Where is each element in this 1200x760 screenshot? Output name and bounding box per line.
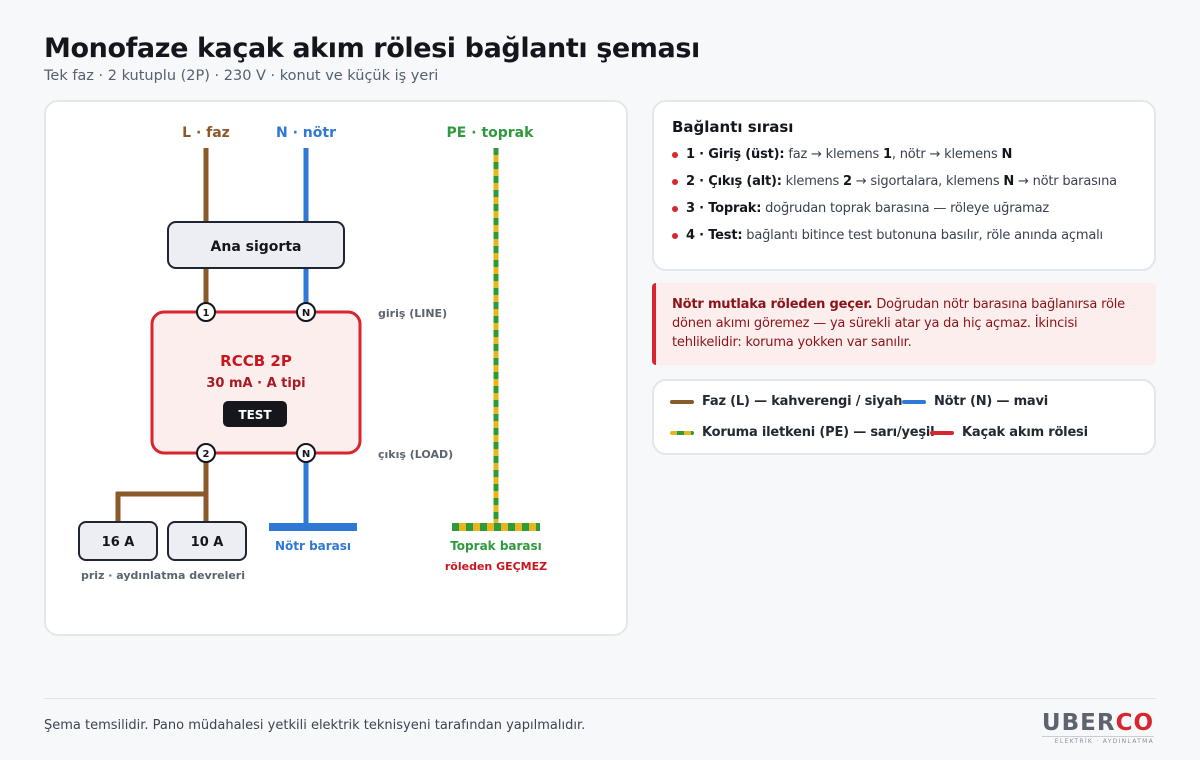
step-item: 3 · Toprak: doğrudan toprak barasına — r… <box>672 201 1136 217</box>
page-subtitle: Tek faz · 2 kutuplu (2P) · 230 V · konut… <box>44 68 439 84</box>
legend-neutral: Nötr (N) — mavi <box>902 394 1048 409</box>
label-line-n: N · nötr <box>276 125 336 141</box>
neutral-bar <box>269 523 357 531</box>
test-button[interactable] <box>223 401 287 427</box>
circuits-label: priz · aydınlatma devreleri <box>81 569 245 582</box>
breaker-16a-label: 16 A <box>102 535 135 550</box>
terminal-1 <box>196 302 216 322</box>
main-fuse-box <box>167 221 345 269</box>
footer-note: Şema temsilidir. Pano müdahalesi yetkili… <box>44 718 586 733</box>
rcd-swatch-icon <box>930 430 954 435</box>
terminal-2 <box>196 443 216 463</box>
rcd-spec: 30 mA · A tipi <box>206 376 305 391</box>
ubercо-logo: UBERCO ELEKTRİK · AYDINLATMA <box>1041 710 1154 745</box>
legend-phase: Faz (L) — kahverengi / siyah <box>670 394 903 409</box>
main-fuse-label: Ana sigorta <box>211 239 302 255</box>
earth-bypass-label: röleden GEÇMEZ <box>445 560 547 573</box>
breaker-10a <box>167 521 247 561</box>
steps-title: Bağlantı sırası <box>672 118 794 136</box>
label-output: çıkış (LOAD) <box>378 448 453 461</box>
breaker-10a-label: 10 A <box>191 535 224 550</box>
warning-text: Doğrudan nötr barasına bağlanırsa röle d… <box>672 297 1125 350</box>
warning-bold: Nötr mutlaka röleden geçer. <box>672 297 873 312</box>
test-button-label: TEST <box>238 408 272 422</box>
neutral-swatch-icon <box>902 399 926 404</box>
terminal-n-out <box>296 443 316 463</box>
legend-pe: Koruma iletkeni (PE) — sarı/yeşil <box>670 425 935 440</box>
step-item: 4 · Test: bağlantı bitince test butonuna… <box>672 228 1136 244</box>
neutral-bar-label: Nötr barası <box>275 539 351 553</box>
phase-swatch-icon <box>670 399 694 404</box>
label-input: giriş (LINE) <box>378 307 447 320</box>
rcd-title: RCCB 2P <box>220 352 292 370</box>
page-title: Monofaze kaçak akım rölesi bağlantı şema… <box>44 33 700 64</box>
step-item: 1 · Giriş (üst): faz → klemens 1, nötr →… <box>672 147 1136 163</box>
wiring-diagram: L · faz N · nötr PE · toprak Ana sigorta… <box>78 125 547 582</box>
logo-sub: ELEKTRİK · AYDINLATMA <box>1041 736 1154 745</box>
pe-swatch-icon <box>670 430 694 435</box>
logo-main-a: UBER <box>1041 710 1116 736</box>
footer-divider <box>44 698 1156 699</box>
terminal-n-out-label: N <box>302 449 310 460</box>
terminal-n-in <box>296 302 316 322</box>
label-line-pe: PE · toprak <box>447 125 535 141</box>
legend-card: Faz (L) — kahverengi / siyah Nötr (N) — … <box>652 379 1156 455</box>
breaker-16a <box>78 521 158 561</box>
neutral-warning-box: Nötr mutlaka röleden geçer. Doğrudan nöt… <box>652 283 1156 365</box>
terminal-n-in-label: N <box>302 308 310 319</box>
terminal-2-label: 2 <box>203 449 210 460</box>
terminal-1-label: 1 <box>203 308 210 319</box>
wiring-diagram-card: L · faz N · nötr PE · toprak Ana sigorta… <box>44 100 628 636</box>
label-line-l: L · faz <box>182 125 230 141</box>
connection-steps-card: Bağlantı sırası 1 · Giriş (üst): faz → k… <box>652 100 1156 271</box>
step-item: 2 · Çıkış (alt): klemens 2 → sigortalara… <box>672 174 1136 190</box>
earth-bar-label: Toprak barası <box>450 539 542 553</box>
rcd-box <box>150 310 362 455</box>
logo-main-b: CO <box>1115 710 1154 736</box>
legend-rcd: Kaçak akım rölesi <box>930 425 1088 440</box>
